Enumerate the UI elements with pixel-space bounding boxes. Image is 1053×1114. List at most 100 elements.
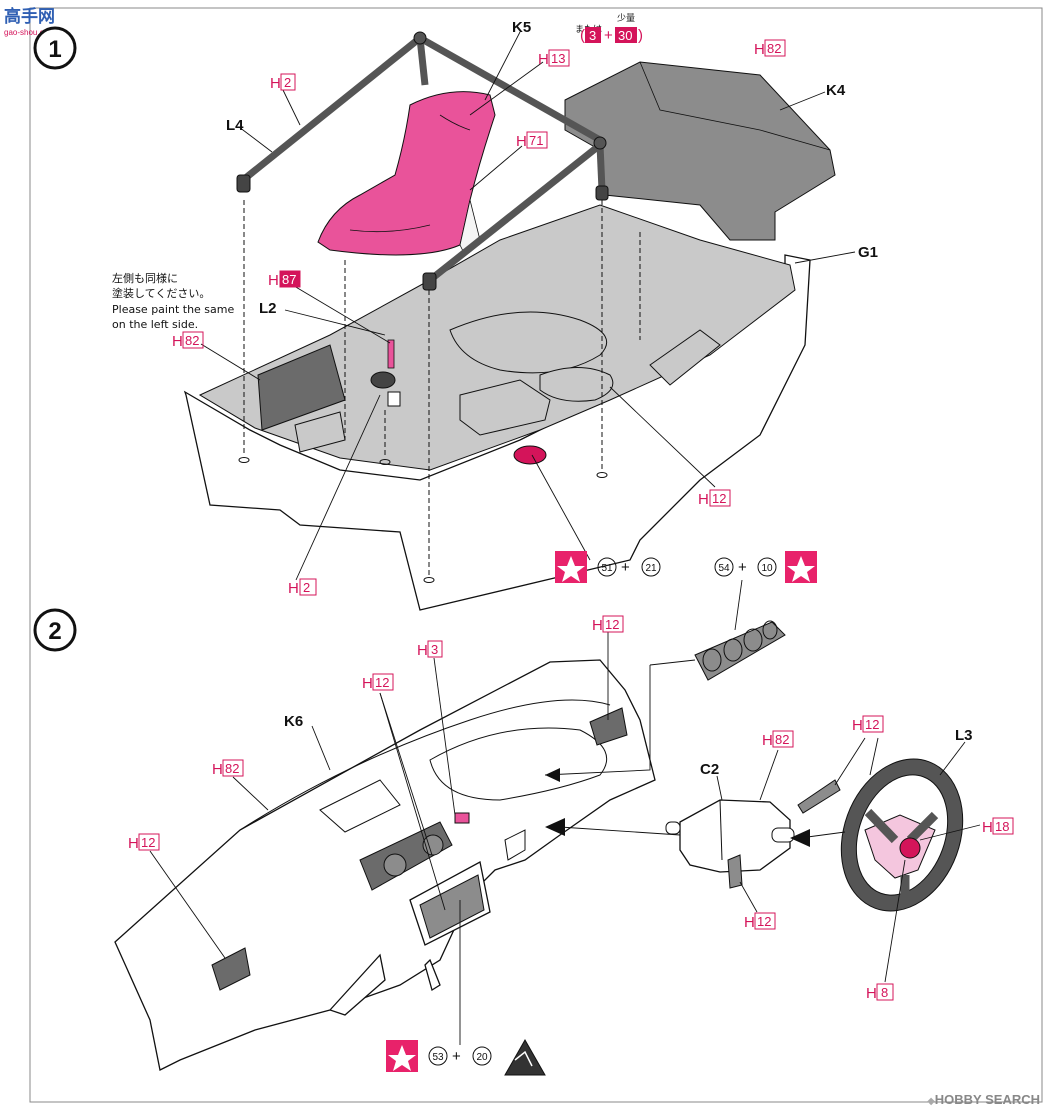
svg-text:82: 82 [185, 333, 199, 348]
svg-text:◆: ◆ [927, 1096, 935, 1107]
paint-code-h2-rollbar: H 2 [270, 73, 296, 92]
svg-text:on the left side.: on the left side. [112, 318, 198, 331]
svg-text:12: 12 [141, 835, 155, 850]
label-c2: C2 [700, 761, 719, 778]
label-l4: L4 [226, 117, 244, 134]
step-1-leaders [200, 31, 856, 581]
paint-code-h18: H 18 [982, 817, 1014, 836]
paint-code-h3: H 3 [417, 640, 443, 659]
steering-wheel-l3 [790, 758, 964, 912]
svg-text:13: 13 [551, 51, 565, 66]
svg-text:H: H [982, 819, 993, 836]
paint-code-h12-floor: H 12 [698, 489, 731, 508]
svg-text:3: 3 [589, 28, 596, 43]
paint-code-h12-stalk-top: H 12 [852, 715, 884, 734]
svg-text:少量: 少量 [617, 13, 635, 23]
svg-text:H: H [754, 41, 765, 58]
bucket-seat [317, 91, 496, 256]
svg-text:71: 71 [529, 133, 543, 148]
decal-position-icon [504, 1038, 546, 1076]
roll-bar-l4 [236, 31, 609, 291]
svg-text:左側も同様に: 左側も同様に [112, 271, 178, 285]
svg-text:(: ( [580, 27, 585, 44]
mounting-guides [238, 200, 641, 583]
label-l3: L3 [955, 727, 973, 744]
paint-code-h71: H 71 [516, 131, 548, 150]
svg-text:+: + [621, 559, 630, 576]
svg-text:2: 2 [284, 75, 291, 90]
paint-code-h87: H 87 [268, 270, 301, 289]
svg-text:2: 2 [303, 580, 310, 595]
svg-text:12: 12 [712, 491, 726, 506]
svg-text:H: H [866, 985, 877, 1002]
svg-text:H: H [592, 617, 603, 634]
svg-text:H: H [212, 761, 223, 778]
paint-code-h12-stalk-bottom: H 12 [744, 912, 776, 931]
svg-text:12: 12 [375, 675, 389, 690]
paint-code-h12-stack: H 12 [362, 673, 394, 692]
svg-text:82: 82 [225, 761, 239, 776]
site-watermark-logo: 高手网 gao-shou.com [4, 6, 55, 37]
hobby-search-logo: ◆ HOBBY SEARCH [927, 1092, 1040, 1107]
svg-text:H: H [268, 272, 279, 289]
watermark-logo-text: 高手网 [4, 6, 55, 27]
svg-text:51: 51 [601, 563, 613, 574]
step-2-leaders [149, 632, 981, 1045]
paint-code-h82-column: H 82 [762, 730, 794, 749]
svg-text:+: + [604, 27, 613, 44]
svg-text:H: H [744, 914, 755, 931]
step-2-badge: 2 [33, 608, 77, 652]
paint-code-h8: H 8 [866, 983, 894, 1002]
svg-text:53: 53 [432, 1052, 444, 1063]
paint-mix-note: または or 少量 ( 3 + 30 ) [575, 13, 643, 45]
svg-text:H: H [288, 580, 299, 597]
label-k6: K6 [284, 713, 303, 730]
body-tub-g1 [183, 204, 811, 611]
paint-code-h12-vent-left: H 12 [128, 833, 160, 852]
watermark-url: gao-shou.com [4, 28, 55, 37]
label-k5: K5 [512, 19, 531, 36]
svg-text:82: 82 [767, 41, 781, 56]
step-1-number: 1 [48, 36, 61, 63]
svg-text:H: H [172, 333, 183, 350]
svg-text:20: 20 [476, 1052, 488, 1063]
decal-callout-51-21: 51 + 21 [555, 551, 661, 583]
svg-text:18: 18 [995, 819, 1009, 834]
svg-text:82: 82 [775, 732, 789, 747]
svg-text:12: 12 [757, 914, 771, 929]
svg-text:H: H [516, 133, 527, 150]
paint-code-h12-vent-right: H 12 [592, 615, 624, 634]
label-l2: L2 [259, 300, 277, 317]
decal-callout-53-20: 53 + 20 [386, 1038, 546, 1076]
step-2-number: 2 [48, 618, 61, 645]
svg-text:H: H [698, 491, 709, 508]
svg-text:塗装してください。: 塗装してください。 [112, 286, 210, 300]
paint-code-h13: H 13 [538, 49, 570, 68]
svg-text:Please paint the same: Please paint the same [112, 303, 234, 316]
left-side-paint-note: 左側も同様に 塗装してください。 Please paint the same o… [112, 271, 234, 331]
svg-text:H: H [128, 835, 139, 852]
steering-column-c2 [545, 779, 841, 889]
dashboard-k6 [114, 659, 656, 1071]
svg-text:H: H [538, 51, 549, 68]
svg-text:H: H [417, 642, 428, 659]
svg-text:10: 10 [761, 563, 773, 574]
svg-text:30: 30 [618, 28, 632, 43]
decal-callout-54-10: 54 + 10 [714, 551, 817, 583]
svg-text:87: 87 [282, 272, 296, 287]
shifter-l2 [370, 339, 401, 407]
svg-text:3: 3 [431, 642, 438, 657]
svg-text:+: + [738, 559, 747, 576]
svg-text:): ) [638, 27, 643, 44]
footer-brand-text: HOBBY SEARCH [935, 1092, 1040, 1107]
svg-text:H: H [270, 75, 281, 92]
svg-text:12: 12 [605, 617, 619, 632]
svg-text:12: 12 [865, 717, 879, 732]
svg-text:21: 21 [645, 563, 657, 574]
label-k4: K4 [826, 82, 846, 99]
svg-text:H: H [762, 732, 773, 749]
svg-text:8: 8 [881, 985, 888, 1000]
svg-text:H: H [362, 675, 373, 692]
paint-code-h82-rear: H 82 [754, 39, 786, 58]
